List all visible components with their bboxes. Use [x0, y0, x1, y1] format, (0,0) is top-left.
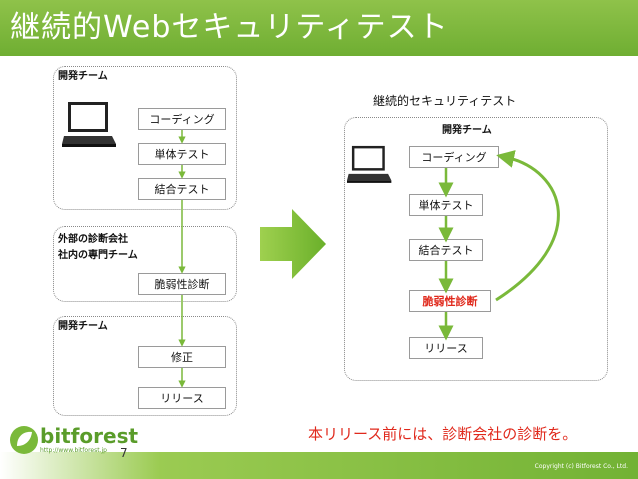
release-note: 本リリース前には、診断会社の診断を。	[308, 425, 578, 443]
step-vulnerability-right: 脆弱性診断	[409, 290, 491, 312]
copyright: Copyright (c) Bitforest Co., Ltd.	[534, 463, 628, 470]
step-coding-right: コーディング	[409, 146, 499, 168]
page-number: 7	[120, 446, 128, 460]
step-fix-left: 修正	[138, 346, 226, 368]
step-release-right: リリース	[409, 337, 483, 359]
continuous-security-heading: 継続的セキュリティテスト	[373, 94, 517, 108]
laptop-icon	[62, 100, 118, 152]
external-company-label: 外部の診断会社	[58, 234, 128, 245]
dev-team2-label: 開発チーム	[58, 321, 108, 332]
right-team-label: 開発チーム	[442, 125, 492, 136]
transition-arrow	[260, 209, 326, 283]
step-coding-left: コーディング	[138, 108, 226, 130]
logo-text: bitforest	[40, 424, 139, 448]
step-unit-test-left: 単体テスト	[138, 143, 226, 165]
step-integration-test-left: 結合テスト	[138, 178, 226, 200]
step-integration-test-right: 結合テスト	[409, 239, 483, 261]
title-bar	[0, 0, 638, 56]
step-unit-test-right: 単体テスト	[409, 194, 483, 216]
dev-team-label: 開発チーム	[58, 71, 108, 82]
footer-bar	[0, 452, 638, 479]
bitforest-logo-icon	[8, 424, 40, 460]
slide-title: 継続的Webセキュリティテスト	[10, 10, 449, 45]
logo-url: http://www.bitforest.jp	[40, 447, 107, 454]
laptop-icon-right	[347, 144, 393, 188]
internal-team-label: 社内の専門チーム	[58, 250, 138, 261]
